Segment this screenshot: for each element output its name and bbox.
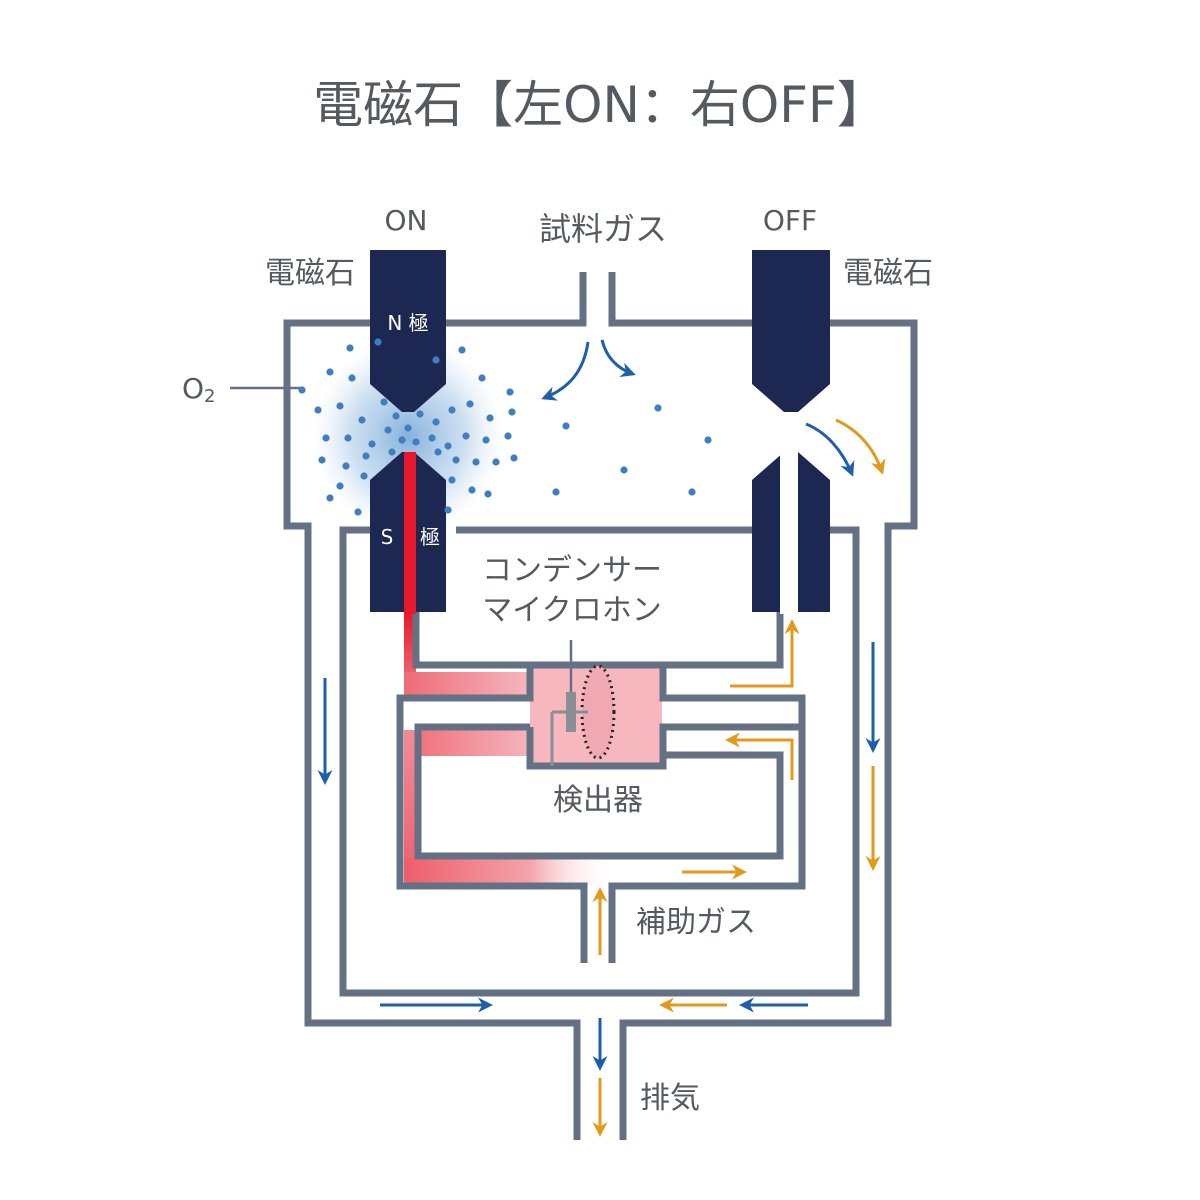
o2-particle: [704, 436, 712, 444]
s-pole-kanji-label: 極: [420, 525, 440, 549]
on-label: ON: [385, 204, 428, 237]
o2-particle: [358, 416, 366, 424]
o2-particle: [322, 434, 330, 442]
electromagnet-on: [370, 250, 446, 614]
o2-label-base: O: [182, 372, 204, 405]
o2-particle: [344, 434, 352, 442]
o2-particle: [314, 406, 322, 414]
o2-particle: [434, 448, 442, 456]
o2-particle: [404, 424, 412, 432]
page-title: 電磁石【左ON：右OFF】: [313, 76, 887, 134]
o2-particle: [506, 388, 514, 396]
o2-particle: [398, 436, 406, 444]
o2-particle: [448, 476, 456, 484]
o2-particle: [484, 490, 492, 498]
o2-particle: [336, 482, 344, 490]
o2-particle: [688, 488, 696, 496]
o2-particle: [508, 408, 516, 416]
o2-particle: [428, 434, 436, 442]
o2-particle: [346, 344, 354, 352]
o2-particle: [432, 418, 440, 426]
o2-particle: [362, 452, 370, 460]
o2-particle: [468, 486, 476, 494]
o2-particle: [472, 458, 480, 466]
pipe-walls: [283, 272, 918, 1140]
detector-label: 検出器: [553, 783, 643, 818]
o2-particle: [478, 374, 486, 382]
electromagnet-right-label: 電磁石: [843, 256, 933, 291]
o2-particle: [552, 488, 560, 496]
off-label: OFF: [763, 204, 817, 237]
exhaust-label: 排気: [640, 1081, 700, 1116]
sample-gas-label: 試料ガス: [539, 210, 667, 248]
o2-cloud: [312, 338, 504, 534]
o2-particle: [482, 436, 490, 444]
o2-particle: [466, 400, 474, 408]
o2-particle: [504, 432, 512, 440]
o2-particle: [354, 508, 362, 516]
condenser-microphone: [550, 640, 616, 766]
o2-particle: [388, 448, 396, 456]
condenser-mic-label-line2: マイクロホン: [482, 593, 661, 628]
o2-particle: [348, 374, 356, 382]
o2-particle: [562, 422, 570, 430]
o2-particle: [380, 398, 388, 406]
o2-particle: [620, 466, 628, 474]
o2-label: O2: [182, 372, 216, 407]
o2-particle: [342, 462, 350, 470]
electromagnet-left-label: 電磁石: [265, 256, 355, 291]
o2-particle: [318, 456, 326, 464]
o2-particles: [298, 338, 712, 516]
sample-gas-flow-arrows: [317, 339, 881, 1071]
o2-particle: [458, 346, 466, 354]
n-pole-label: N 極: [387, 311, 428, 335]
o2-particle: [444, 442, 452, 450]
o2-particle: [452, 456, 460, 464]
o2-particle: [326, 368, 334, 376]
o2-particle: [298, 386, 306, 394]
electromagnet-off: [752, 250, 830, 614]
o2-particle: [416, 410, 424, 418]
s-pole-label: S: [381, 525, 394, 549]
condenser-mic-label-line1: コンデンサー: [482, 553, 662, 588]
o2-particle: [392, 412, 400, 420]
o2-particle: [654, 404, 662, 412]
o2-particle: [432, 356, 440, 364]
o2-particle: [492, 458, 500, 466]
o2-particle: [360, 472, 368, 480]
o2-label-subscript: 2: [204, 386, 215, 407]
aux-gas-label: 補助ガス: [636, 905, 756, 940]
o2-particle: [444, 506, 452, 514]
o2-particle: [336, 402, 344, 410]
o2-particle: [510, 454, 518, 462]
o2-particle: [486, 414, 494, 422]
o2-particle: [448, 406, 456, 414]
o2-particle: [374, 338, 382, 346]
o2-particle: [384, 426, 392, 434]
aux-gas-flow-arrows: [592, 418, 886, 1137]
o2-particle: [326, 494, 334, 502]
o2-particle: [368, 440, 376, 448]
o2-particle: [412, 438, 420, 446]
hot-wire: [404, 452, 416, 614]
o2-particle: [462, 432, 470, 440]
